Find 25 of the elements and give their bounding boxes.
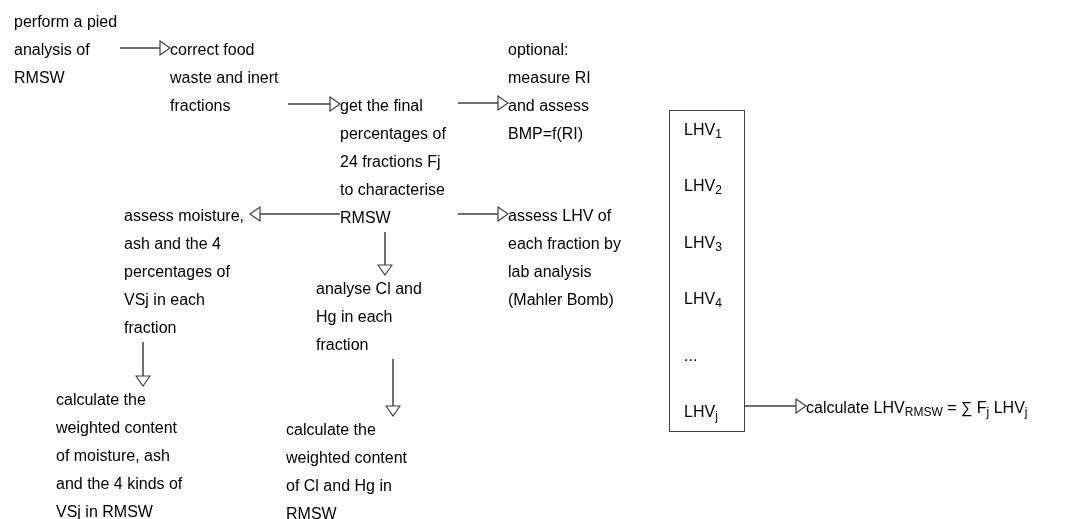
- step-text: calculate the weighted content of Cl and Hg in RMSW: [286, 416, 422, 519]
- step-text: calculate LHV$_{RMSW}$ = ∑ F$_{j}$ LHV$_{j}$: [806, 394, 1081, 422]
- list-item: LHV$_{j}$: [684, 401, 719, 425]
- arrow: [287, 96, 341, 112]
- step-text: correct food waste and inert fractions: [170, 36, 288, 120]
- list-item: LHV$_{3}$: [684, 232, 723, 256]
- arrow: [135, 341, 151, 387]
- step-text: assess moisture, ash and the 4 percentages of VSj in each fraction: [124, 202, 250, 342]
- list-item: LHV$_{4}$: [684, 289, 723, 313]
- step-text: get the final percentages of 24 fractions Fj to characterise RMSW: [340, 92, 458, 232]
- arrow: [249, 206, 341, 222]
- list-item: LHV$_{1}$: [684, 120, 723, 143]
- step-text: assess LHV of each fraction by lab analysis (Mahler Bomb): [508, 202, 632, 314]
- arrow: [119, 40, 171, 56]
- arrow: [744, 398, 807, 414]
- arrow: [457, 206, 509, 222]
- list-item: ...: [684, 345, 699, 366]
- arrow: [385, 358, 401, 417]
- list-item: LHV$_{2}$: [684, 176, 723, 200]
- arrow: [377, 231, 393, 276]
- list-box: [669, 110, 745, 432]
- step-text: perform a pied analysis of RMSW: [14, 8, 120, 92]
- arrow: [457, 95, 509, 111]
- step-text: analyse Cl and Hg in each fraction: [316, 275, 428, 359]
- step-text: optional: measure RI and assess BMP=f(RI): [508, 36, 610, 148]
